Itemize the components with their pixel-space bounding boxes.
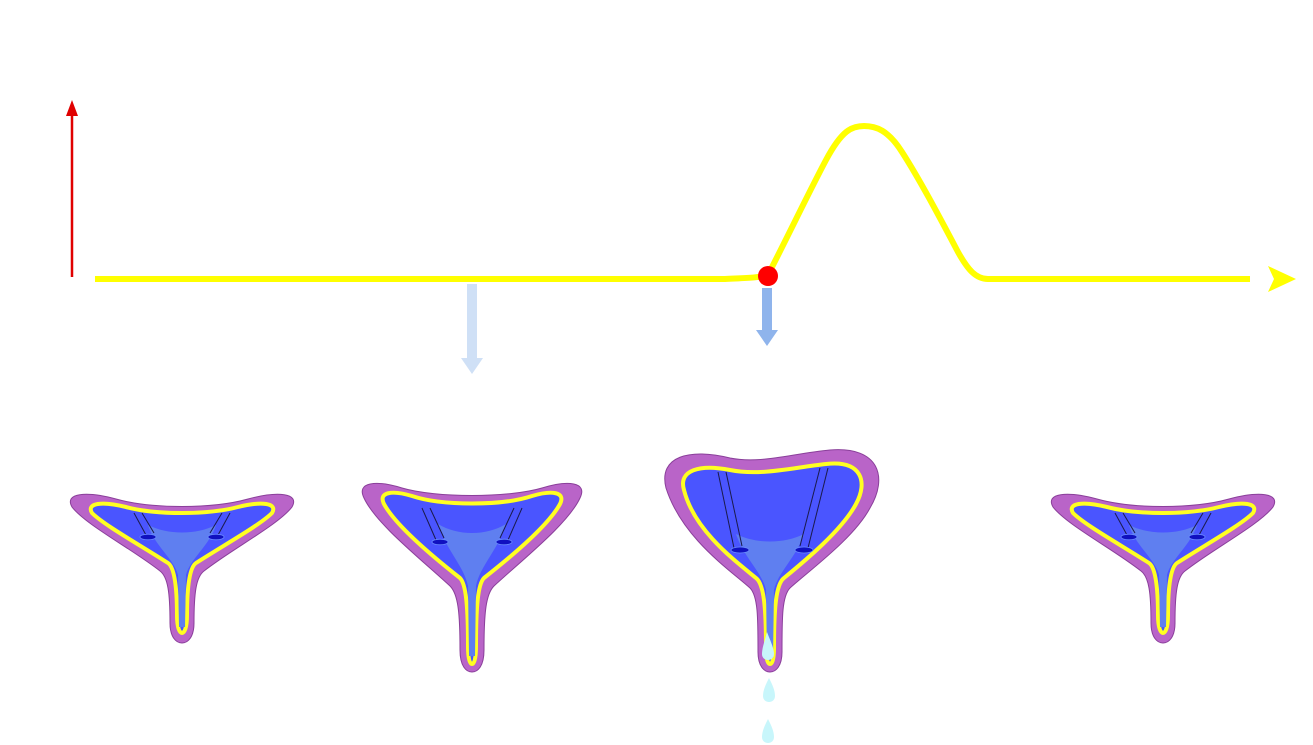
urine-stream xyxy=(762,632,775,743)
voiding-pointer-arrow-icon xyxy=(756,288,778,346)
urine-droplet-icon xyxy=(762,719,774,743)
filling-pointer-arrow-icon xyxy=(461,284,483,374)
y-axis-arrow-icon xyxy=(66,100,78,277)
bladder-relaxed-2 xyxy=(1049,492,1277,645)
threshold-marker-dot-icon xyxy=(758,266,778,286)
urine-droplet-icon xyxy=(762,632,774,660)
bladder-full-voiding xyxy=(662,447,881,674)
x-axis-arrow-icon xyxy=(1268,266,1296,292)
bladder-relaxed-1 xyxy=(68,492,296,645)
pressure-curve xyxy=(95,123,1250,282)
urine-droplet-icon xyxy=(763,678,775,702)
bladder-filling xyxy=(360,481,584,674)
